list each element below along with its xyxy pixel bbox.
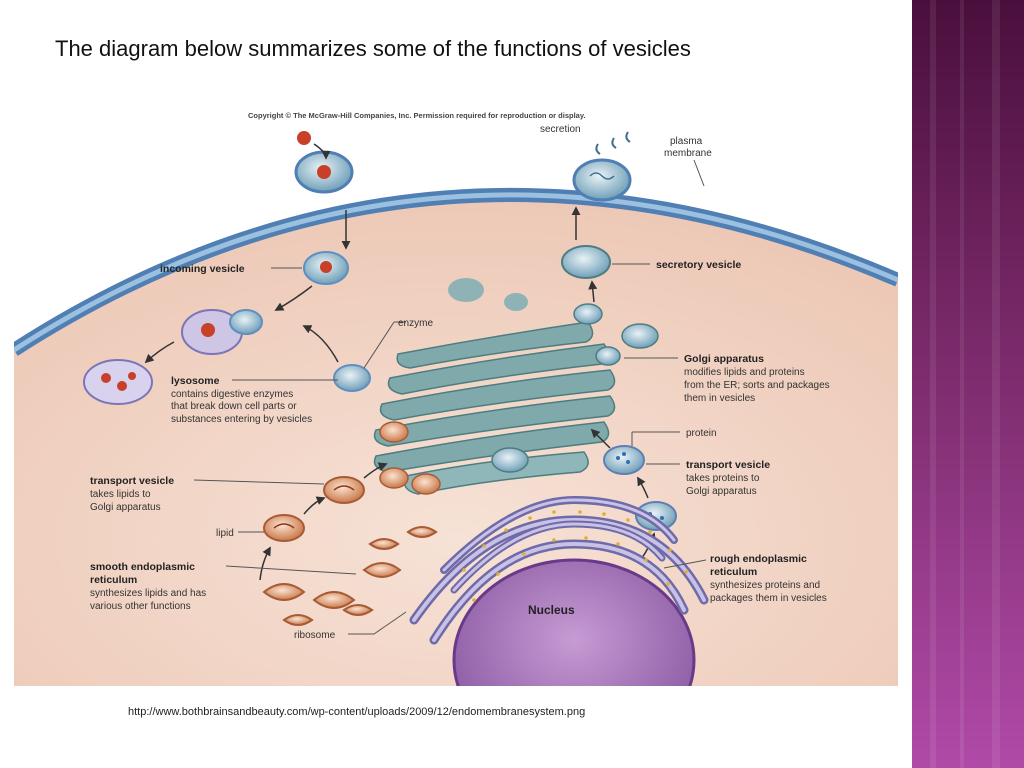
slide-title: The diagram below summarizes some of the… — [55, 36, 691, 61]
label-golgi-desc-1: modifies lipids and proteins — [684, 367, 805, 378]
golgi-vesicle — [621, 323, 659, 349]
label-plasma-membrane-1: plasma — [670, 136, 703, 147]
label-transport-vesicle-left-desc-1: takes lipids to — [90, 489, 151, 500]
nucleus — [452, 558, 696, 686]
secretory-vesicle — [561, 245, 611, 279]
label-rough-er-2: reticulum — [710, 566, 757, 578]
label-smooth-er-desc-2: various other functions — [90, 601, 191, 612]
smooth-er — [262, 526, 438, 626]
lysosome — [83, 359, 153, 405]
label-transport-vesicle-right-desc-2: Golgi apparatus — [686, 486, 757, 497]
label-transport-vesicle-right-desc-1: takes proteins to — [686, 473, 760, 484]
label-secretion: secretion — [540, 124, 581, 135]
golgi-apparatus — [373, 303, 621, 495]
side-decoration-band — [912, 0, 1024, 768]
label-lysosome: lysosome — [171, 375, 220, 387]
label-transport-vesicle-left-desc-2: Golgi apparatus — [90, 502, 161, 513]
label-smooth-er-desc-1: synthesizes lipids and has — [90, 588, 206, 599]
enzyme-vesicle — [333, 364, 371, 392]
label-protein: protein — [686, 428, 717, 439]
label-enzyme: enzyme — [398, 318, 433, 329]
incoming-particle — [297, 131, 311, 145]
label-golgi-apparatus: Golgi apparatus — [684, 353, 764, 365]
label-lysosome-desc-1: contains digestive enzymes — [171, 389, 293, 400]
rough-er — [409, 495, 709, 645]
lipid-vesicle — [263, 514, 305, 542]
diagram-svg: Copyright © The McGraw-Hill Companies, I… — [14, 100, 898, 686]
ribosome-dots — [462, 510, 688, 602]
label-nucleus: Nucleus — [528, 603, 575, 617]
copyright-text: Copyright © The McGraw-Hill Companies, I… — [248, 111, 586, 120]
lipid-transport-vesicle — [323, 476, 365, 504]
label-lysosome-desc-3: substances entering by vesicles — [171, 414, 312, 425]
label-secretory-vesicle: secretory vesicle — [656, 259, 741, 271]
label-rough-er-desc-2: packages them in vesicles — [710, 593, 827, 604]
label-rough-er-desc-1: synthesizes proteins and — [710, 580, 820, 591]
label-ribosome: ribosome — [294, 630, 336, 641]
protein-transport-vesicle — [603, 445, 645, 475]
label-lipid: lipid — [216, 528, 234, 539]
label-golgi-desc-2: from the ER; sorts and packages — [684, 380, 830, 391]
secretion-vesicle — [572, 158, 632, 202]
label-smooth-er-2: reticulum — [90, 574, 137, 586]
source-url: http://www.bothbrainsandbeauty.com/wp-co… — [128, 706, 586, 718]
label-plasma-membrane-2: membrane — [664, 148, 712, 159]
label-smooth-er-1: smooth endoplasmic — [90, 561, 195, 573]
label-rough-er-1: rough endoplasmic — [710, 553, 807, 565]
small-vesicle — [448, 278, 484, 302]
label-transport-vesicle-right: transport vesicle — [686, 459, 770, 471]
label-incoming-vesicle: incoming vesicle — [160, 263, 245, 275]
protein-transport-vesicle — [635, 501, 677, 531]
label-transport-vesicle-left: transport vesicle — [90, 475, 174, 487]
label-golgi-desc-3: them in vesicles — [684, 393, 755, 404]
small-vesicle — [504, 293, 528, 311]
endomembrane-diagram: Copyright © The McGraw-Hill Companies, I… — [14, 100, 898, 686]
label-lysosome-desc-2: that break down cell parts or — [171, 401, 297, 412]
